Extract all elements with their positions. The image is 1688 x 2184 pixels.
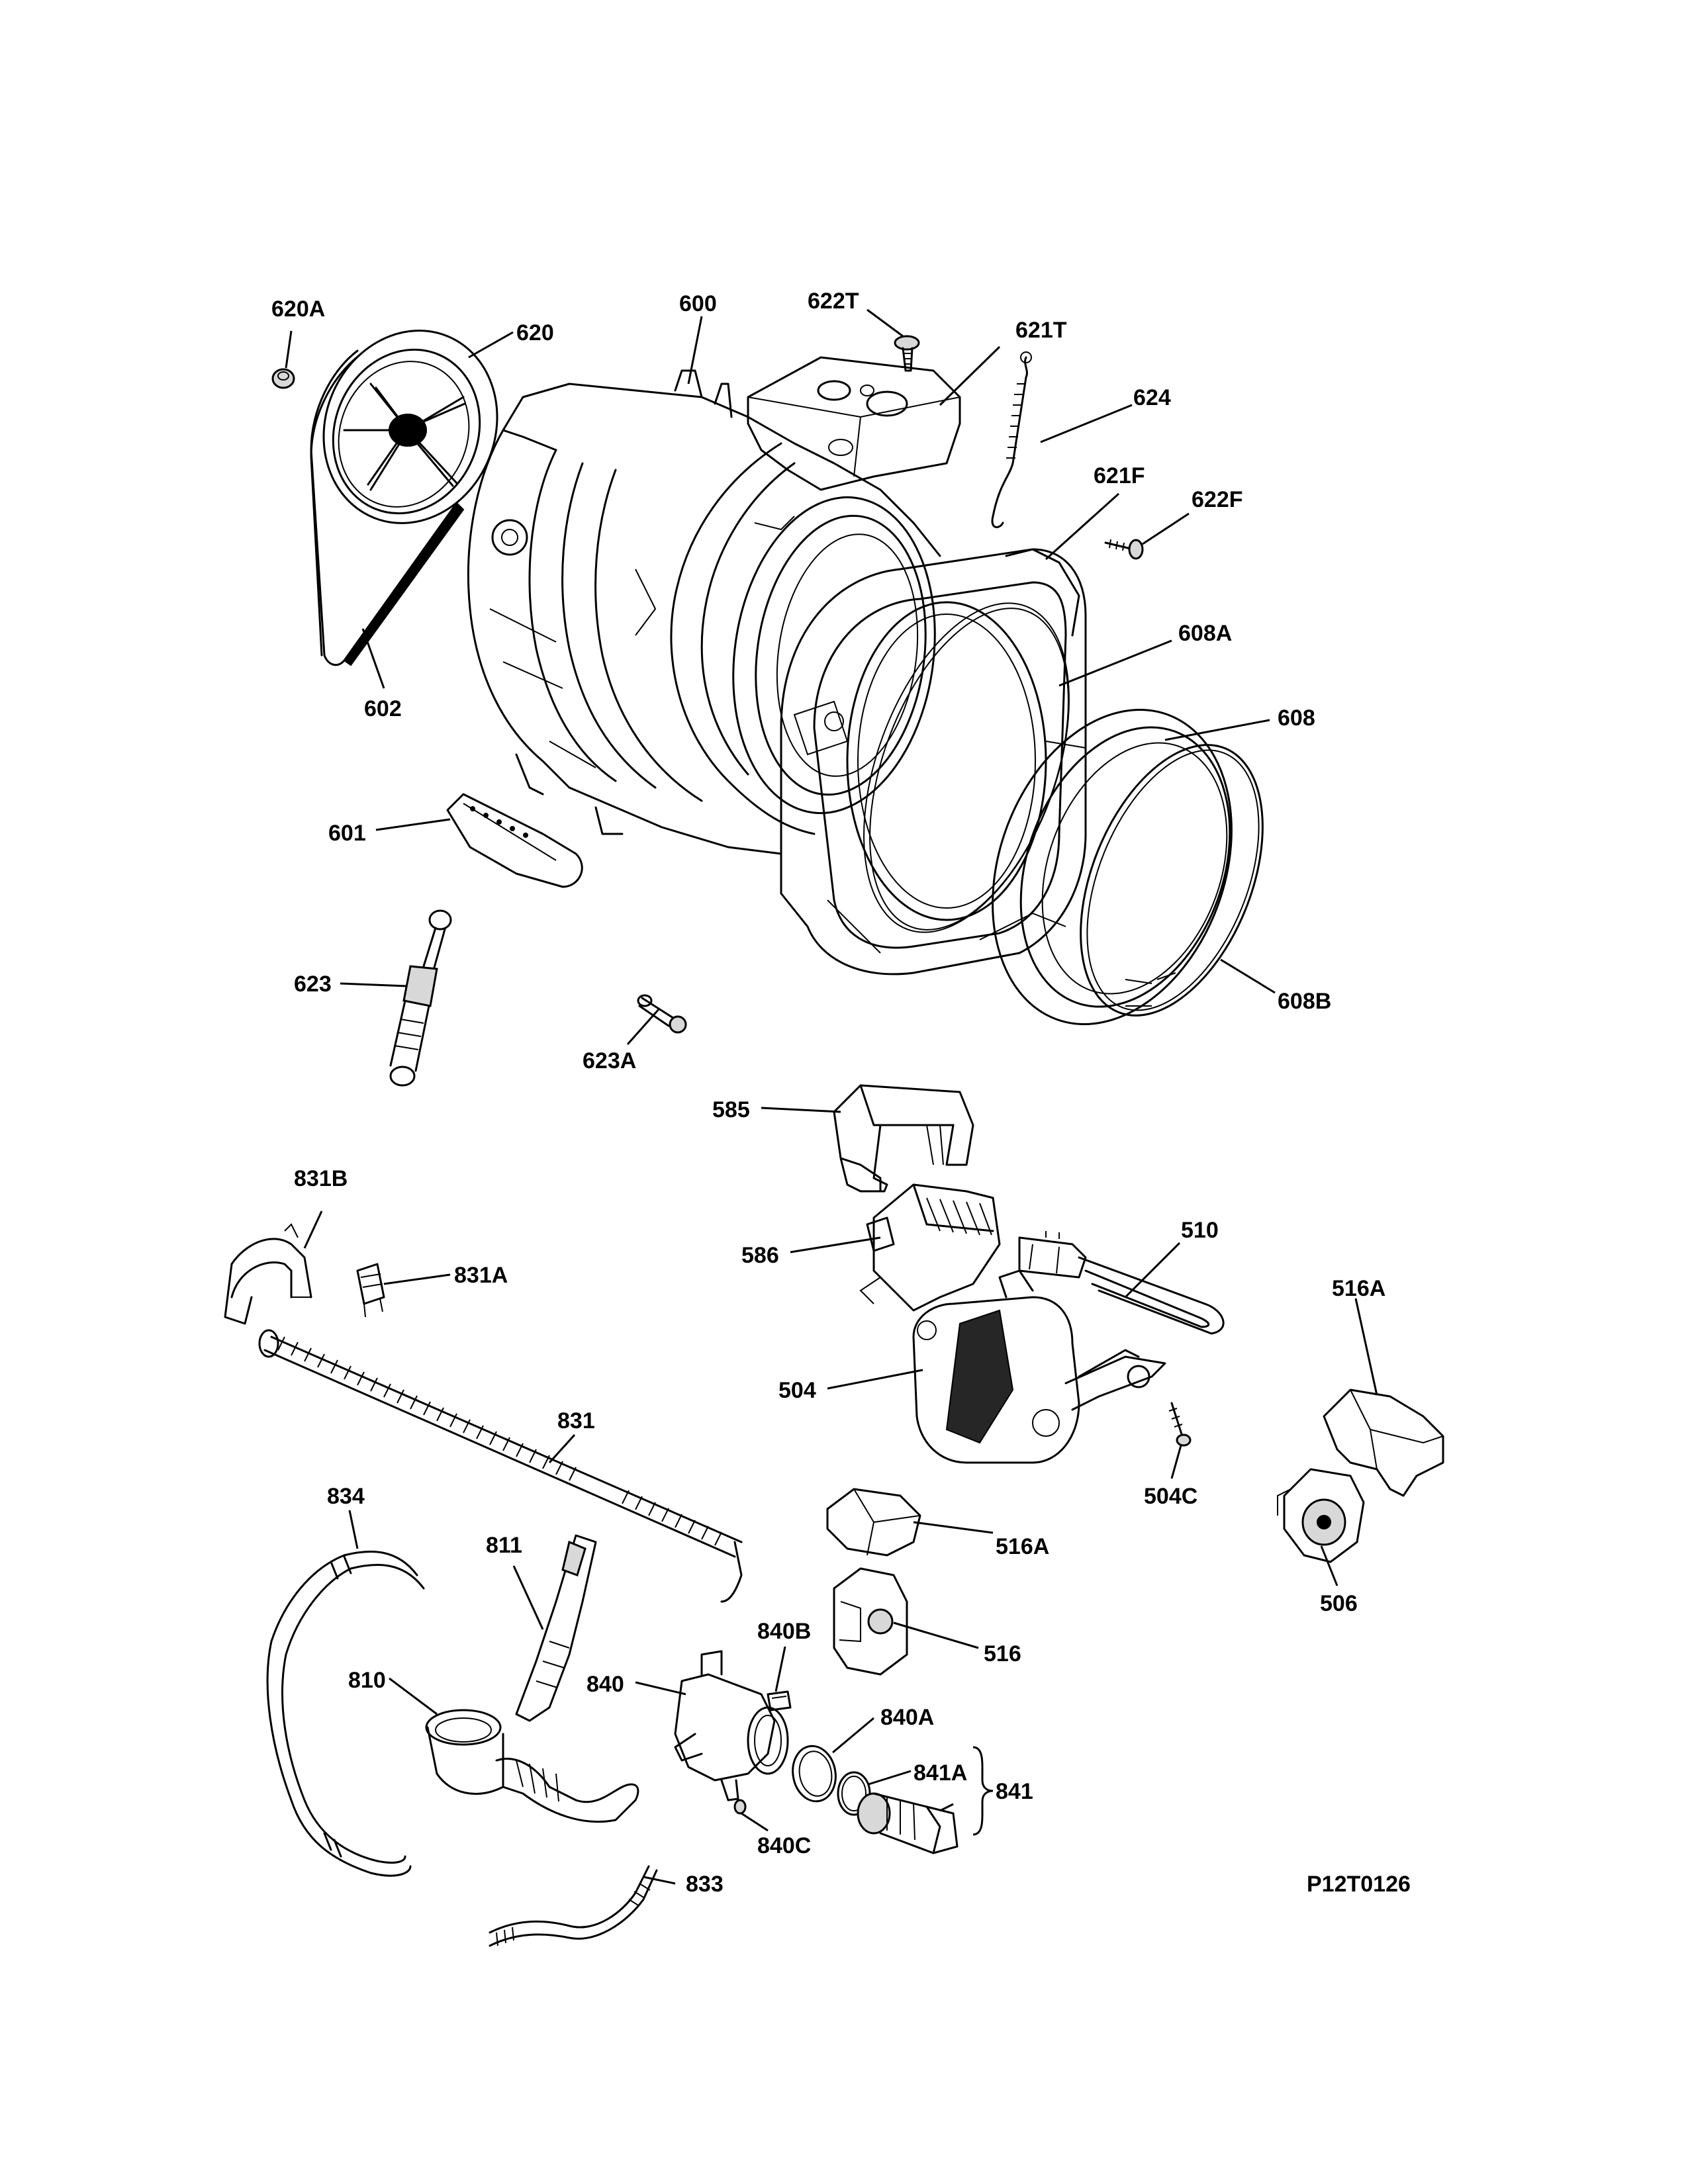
callout-810: 810 (348, 1668, 386, 1693)
part-623-shock-absorber (389, 909, 452, 1087)
callout-840A: 840A (880, 1705, 934, 1730)
part-510-heating-element (1018, 1231, 1225, 1335)
part-585-motor-connector-cover (833, 1084, 974, 1193)
part-586-motor-control-module (859, 1183, 1001, 1312)
callout-516A-lower: 516A (996, 1534, 1049, 1559)
callout-624: 624 (1133, 385, 1171, 410)
callout-620: 620 (516, 320, 554, 345)
part-624-spring (991, 351, 1032, 528)
part-840A-seal (792, 1745, 837, 1803)
callout-622T: 622T (808, 289, 859, 314)
part-504C-bolt (1168, 1402, 1192, 1447)
part-621T-counterweight-top (747, 356, 961, 491)
callout-506: 506 (1320, 1591, 1358, 1616)
part-831B-elbow (224, 1223, 312, 1325)
part-841-pump-filter (857, 1792, 959, 1854)
callout-608A: 608A (1178, 621, 1232, 646)
part-622F-screw (1104, 539, 1144, 560)
callout-labels: 620A 620 600 622T 621T 624 621F 622F 608… (271, 289, 1411, 1897)
callout-600: 600 (679, 291, 717, 316)
callout-811: 811 (486, 1533, 522, 1558)
callout-623A: 623A (583, 1048, 636, 1073)
part-811-air-trap-tube (515, 1534, 597, 1722)
callout-608: 608 (1278, 705, 1315, 731)
callout-504C: 504C (1144, 1484, 1197, 1509)
callout-833: 833 (686, 1872, 724, 1897)
callout-602: 602 (364, 696, 402, 721)
callout-841A: 841A (914, 1760, 967, 1786)
callout-834: 834 (327, 1484, 365, 1509)
part-840B-clip (767, 1690, 792, 1711)
callout-621T: 621T (1015, 318, 1067, 343)
part-810-sump-hose (425, 1709, 639, 1823)
part-506-pump (1277, 1468, 1365, 1563)
callout-586: 586 (741, 1243, 779, 1268)
part-840C-screw (733, 1799, 747, 1815)
callout-516: 516 (984, 1641, 1021, 1666)
part-516A-cover-lower (826, 1488, 921, 1557)
part-834-hose (266, 1550, 425, 1877)
callout-516A-upper: 516A (1332, 1276, 1385, 1301)
part-601-drum-paddle (446, 793, 583, 888)
part-622T-screw (894, 335, 920, 372)
callout-585: 585 (712, 1097, 750, 1122)
callout-831: 831 (557, 1408, 595, 1433)
part-516-pump-unit (833, 1567, 908, 1676)
callout-831B: 831B (294, 1166, 348, 1191)
part-620-pulley (322, 330, 498, 524)
part-600-tub (467, 369, 941, 855)
drawing-id: P12T0126 (1307, 1872, 1411, 1897)
callout-510: 510 (1181, 1218, 1219, 1243)
part-831A-clip (356, 1263, 385, 1318)
callout-601: 601 (328, 821, 366, 846)
part-831-drain-hose (258, 1329, 743, 1603)
callout-840C: 840C (757, 1833, 811, 1858)
leader-lines (285, 308, 1378, 1885)
callout-840B: 840B (757, 1619, 811, 1644)
callout-621F: 621F (1094, 463, 1145, 488)
callout-620A: 620A (271, 296, 325, 322)
callout-622F: 622F (1192, 487, 1243, 512)
part-623A-pin (637, 994, 687, 1034)
callout-504: 504 (778, 1378, 816, 1403)
callout-840: 840 (586, 1672, 624, 1697)
part-516A-cover-upper (1323, 1388, 1444, 1497)
part-833-hose (489, 1865, 658, 1947)
part-602-belt (310, 349, 465, 666)
callout-831A: 831A (454, 1263, 508, 1288)
part-840-filter-housing (674, 1650, 789, 1801)
part-504-drive-motor (912, 1269, 1166, 1464)
part-608B-clamp-ring (1080, 744, 1264, 1017)
callout-608B: 608B (1278, 989, 1331, 1014)
part-620A-nut (271, 368, 295, 389)
callout-841: 841 (996, 1779, 1033, 1804)
part-608-door-seal (992, 709, 1233, 1025)
part-621F-counterweight-front (780, 548, 1087, 976)
callout-623: 623 (294, 972, 332, 997)
